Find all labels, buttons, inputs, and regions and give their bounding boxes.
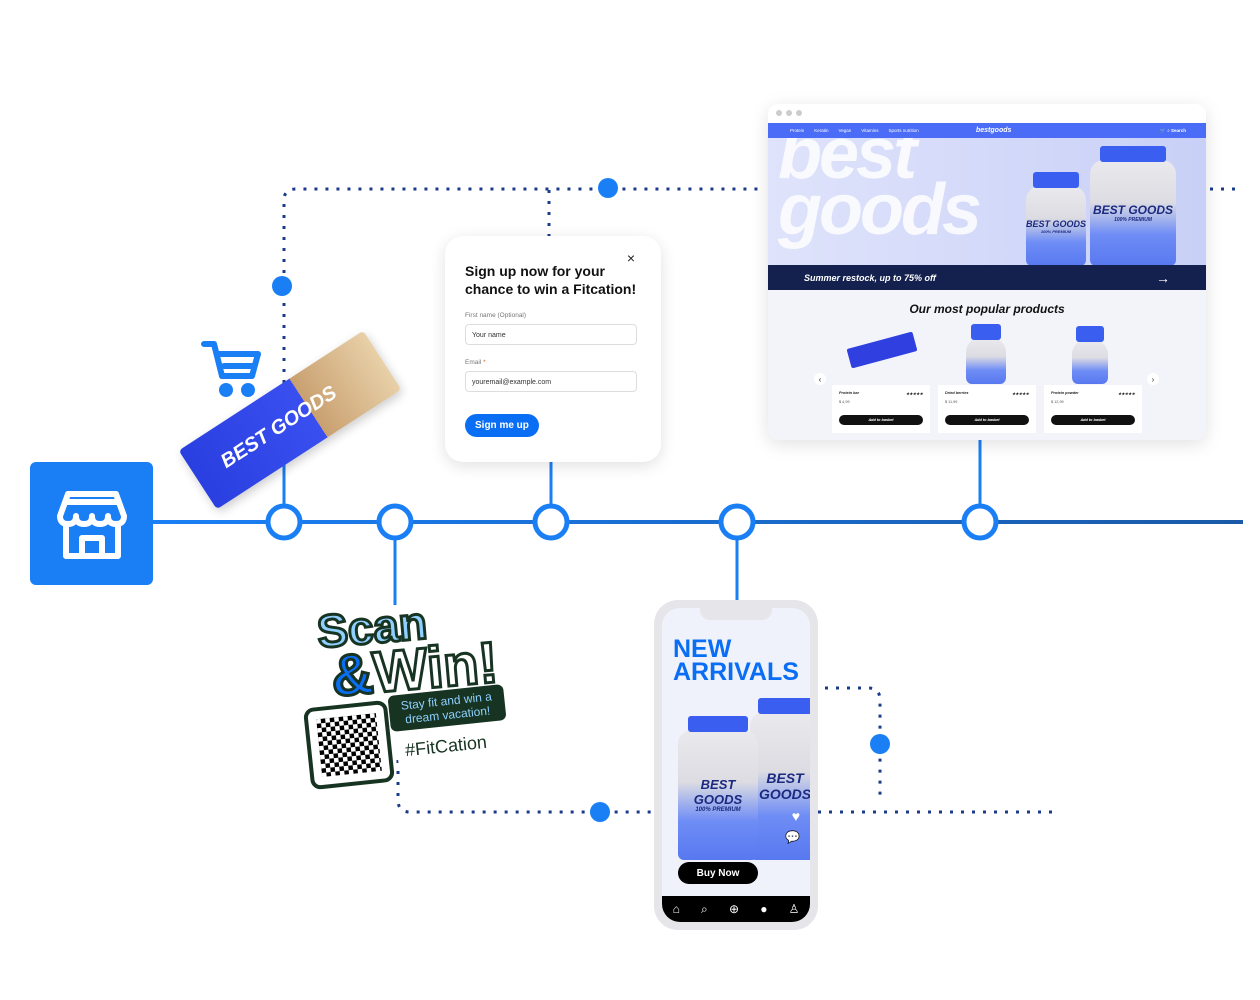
phone-tab-bar: ⌂ ⌕ ⊕ ● ♙ bbox=[662, 896, 810, 922]
add-to-basket-button[interactable]: Add to basket bbox=[1051, 415, 1135, 425]
nav-item[interactable]: Sports nutrition bbox=[888, 128, 919, 133]
hero-text: best goods bbox=[778, 138, 982, 250]
product-image bbox=[846, 331, 918, 369]
chat-icon[interactable]: ● bbox=[760, 902, 768, 916]
main-timeline bbox=[153, 520, 1243, 524]
search-link[interactable]: Search bbox=[1170, 127, 1186, 133]
nav-item[interactable]: Keratin bbox=[814, 128, 829, 133]
timeline-nodes bbox=[265, 503, 999, 541]
add-to-basket-button[interactable]: Add to basket bbox=[839, 415, 923, 425]
buy-now-button[interactable]: Buy Now bbox=[678, 862, 758, 884]
required-marker: * bbox=[483, 359, 486, 366]
shopping-cart-icon bbox=[201, 341, 261, 397]
chevron-left-icon[interactable]: ‹ bbox=[814, 373, 826, 385]
qr-code[interactable] bbox=[302, 699, 396, 791]
first-name-label: First name (Optional) bbox=[465, 312, 527, 319]
heart-icon[interactable]: ♥ bbox=[791, 808, 800, 824]
jar-image: BEST GOODS bbox=[750, 698, 810, 860]
close-icon[interactable]: × bbox=[626, 250, 635, 266]
banner-text: Summer restock, up to 75% off bbox=[804, 272, 936, 283]
first-name-input[interactable]: Your name bbox=[465, 324, 637, 345]
dotted-path-dots bbox=[272, 178, 890, 822]
nav-actions[interactable]: 🛒 ⌕ Search bbox=[1160, 127, 1186, 133]
email-label: Email * bbox=[465, 359, 641, 366]
promo-banner[interactable]: Summer restock, up to 75% off → bbox=[768, 265, 1206, 290]
profile-icon[interactable]: ♙ bbox=[788, 902, 800, 916]
nav-item[interactable]: Vitamins bbox=[861, 128, 879, 133]
scan-and-win-sticker: Scan &Win! Stay fit and win a dream vaca… bbox=[302, 595, 515, 791]
arrow-right-icon[interactable]: → bbox=[1156, 269, 1170, 286]
storefront-tile bbox=[30, 462, 153, 585]
ampersand: & bbox=[327, 639, 377, 710]
product-image bbox=[1072, 326, 1108, 384]
signup-popup: × Sign up now for your chance to win a F… bbox=[445, 236, 661, 462]
email-input[interactable]: youremail@example.com bbox=[465, 371, 637, 392]
product-image bbox=[966, 324, 1006, 384]
nav-item[interactable]: Protein bbox=[790, 128, 805, 133]
browser-chrome bbox=[768, 104, 1206, 123]
comment-icon[interactable]: 💬 bbox=[785, 830, 800, 844]
nav-item[interactable]: Vegan bbox=[838, 128, 852, 133]
dotted-path bbox=[282, 187, 1240, 814]
home-icon[interactable]: ⌂ bbox=[672, 902, 680, 916]
add-to-basket-button[interactable]: Add to basket bbox=[945, 415, 1029, 425]
section-title: Our most popular products bbox=[909, 302, 1065, 316]
popup-title: Sign up now for your chance to win a Fit… bbox=[465, 263, 637, 297]
chevron-right-icon[interactable]: › bbox=[1147, 373, 1159, 385]
email-label-text: Email bbox=[465, 359, 482, 366]
website-mockup: Protein Keratin Vegan Vitamins Sports nu… bbox=[768, 104, 1206, 440]
search-icon[interactable]: ⌕ bbox=[701, 901, 708, 916]
sign-me-up-button[interactable]: Sign me up bbox=[465, 414, 539, 437]
phone-notch bbox=[700, 608, 772, 620]
site-logo[interactable]: bestgoods bbox=[976, 127, 1012, 134]
storefront-icon bbox=[56, 490, 127, 559]
hashtag: #FitCation bbox=[395, 728, 497, 765]
add-icon[interactable]: ⊕ bbox=[728, 902, 740, 916]
site-nav: Protein Keratin Vegan Vitamins Sports nu… bbox=[768, 123, 1206, 138]
